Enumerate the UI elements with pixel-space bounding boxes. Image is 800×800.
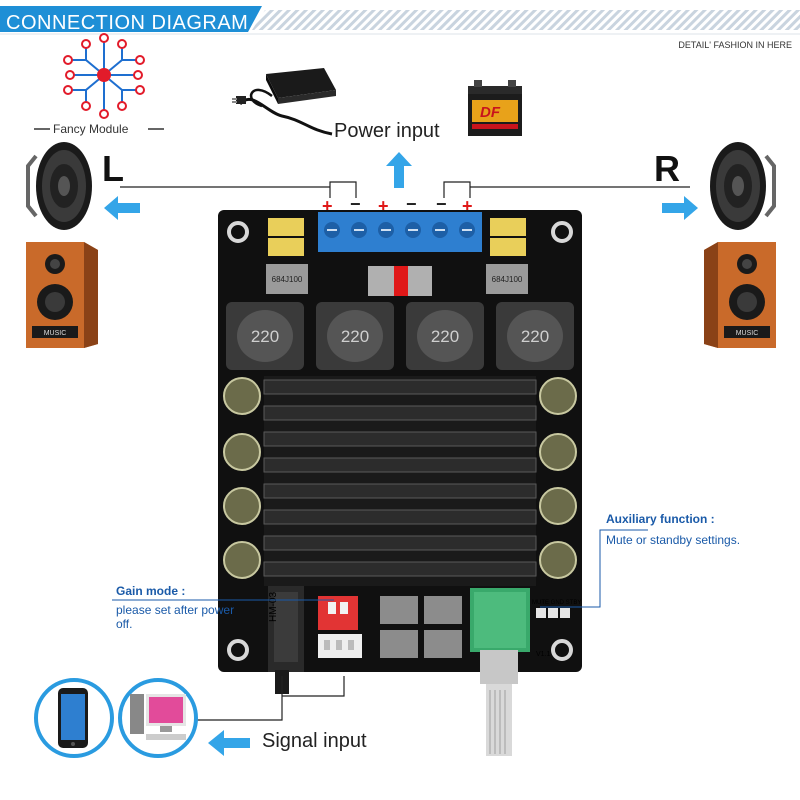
- arrow-up-icon: [386, 152, 412, 188]
- arrow-left-icon: [104, 196, 140, 220]
- brand-name: Fancy Module: [53, 122, 129, 136]
- gain-leader: [112, 599, 334, 601]
- cap-label-left: 684J100: [272, 275, 303, 284]
- terminal-polarity-4: −: [406, 194, 417, 214]
- gain-title: Gain mode :: [116, 584, 186, 598]
- cabinet-label-left: MUSIC: [44, 330, 67, 337]
- signal-input-label: Signal input: [262, 730, 367, 752]
- header-bar: [0, 6, 800, 35]
- computer-icon: [130, 694, 186, 740]
- auxiliary-text: Mute or standby settings.: [606, 533, 741, 547]
- battery-icon: DF: [468, 80, 522, 136]
- signal-wires: [196, 676, 345, 721]
- speaker-driver-icon-left: [26, 142, 92, 230]
- header-title: CONNECTION DIAGRAM: [6, 12, 249, 34]
- inductor-label-1: 220: [251, 327, 279, 346]
- terminal-polarity-6: +: [462, 196, 473, 216]
- arrow-right-icon: [662, 196, 698, 220]
- left-channel-label: L: [102, 148, 124, 189]
- board-version: V1.1: [536, 651, 551, 658]
- cabinet-label-right: MUSIC: [736, 330, 759, 337]
- brand-divider: [34, 128, 164, 130]
- auxiliary-leader: [540, 529, 648, 608]
- cap-label-right: 684J100: [492, 275, 523, 284]
- speaker-cabinet-right: MUSIC: [704, 242, 776, 348]
- inductor-label-2: 220: [341, 327, 369, 346]
- power-input-label: Power input: [334, 120, 440, 142]
- inductor-label-4: 220: [521, 327, 549, 346]
- board-model-label: HM-03: [268, 592, 279, 622]
- header-subtitle: DETAIL' FASHION IN HERE: [678, 40, 792, 50]
- power-adapter-icon: [232, 68, 336, 136]
- terminal-polarity-5: −: [436, 194, 447, 214]
- terminal-polarity-1: +: [322, 196, 333, 216]
- smartphone-icon: [58, 688, 88, 748]
- speaker-driver-icon-right: [710, 142, 776, 230]
- circuit-logo-icon: [63, 33, 145, 119]
- volume-knob-shaft[interactable]: [476, 650, 522, 760]
- terminal-polarity-2: −: [350, 194, 361, 214]
- arrow-left-signal-icon: [208, 730, 250, 756]
- speaker-cabinet-left: MUSIC: [26, 242, 98, 348]
- right-channel-label: R: [654, 148, 680, 189]
- terminal-polarity-3: +: [378, 196, 389, 216]
- auxiliary-title: Auxiliary function :: [606, 512, 715, 526]
- header-pin-label: MUTE GND STBY: [532, 600, 581, 606]
- battery-brand: DF: [480, 104, 501, 121]
- speaker-wires: [120, 181, 690, 198]
- inductor-label-3: 220: [431, 327, 459, 346]
- amplifier-board: 684J100 684J100 220 220 220 220: [218, 210, 582, 672]
- gain-text: please set after power off.: [116, 603, 235, 631]
